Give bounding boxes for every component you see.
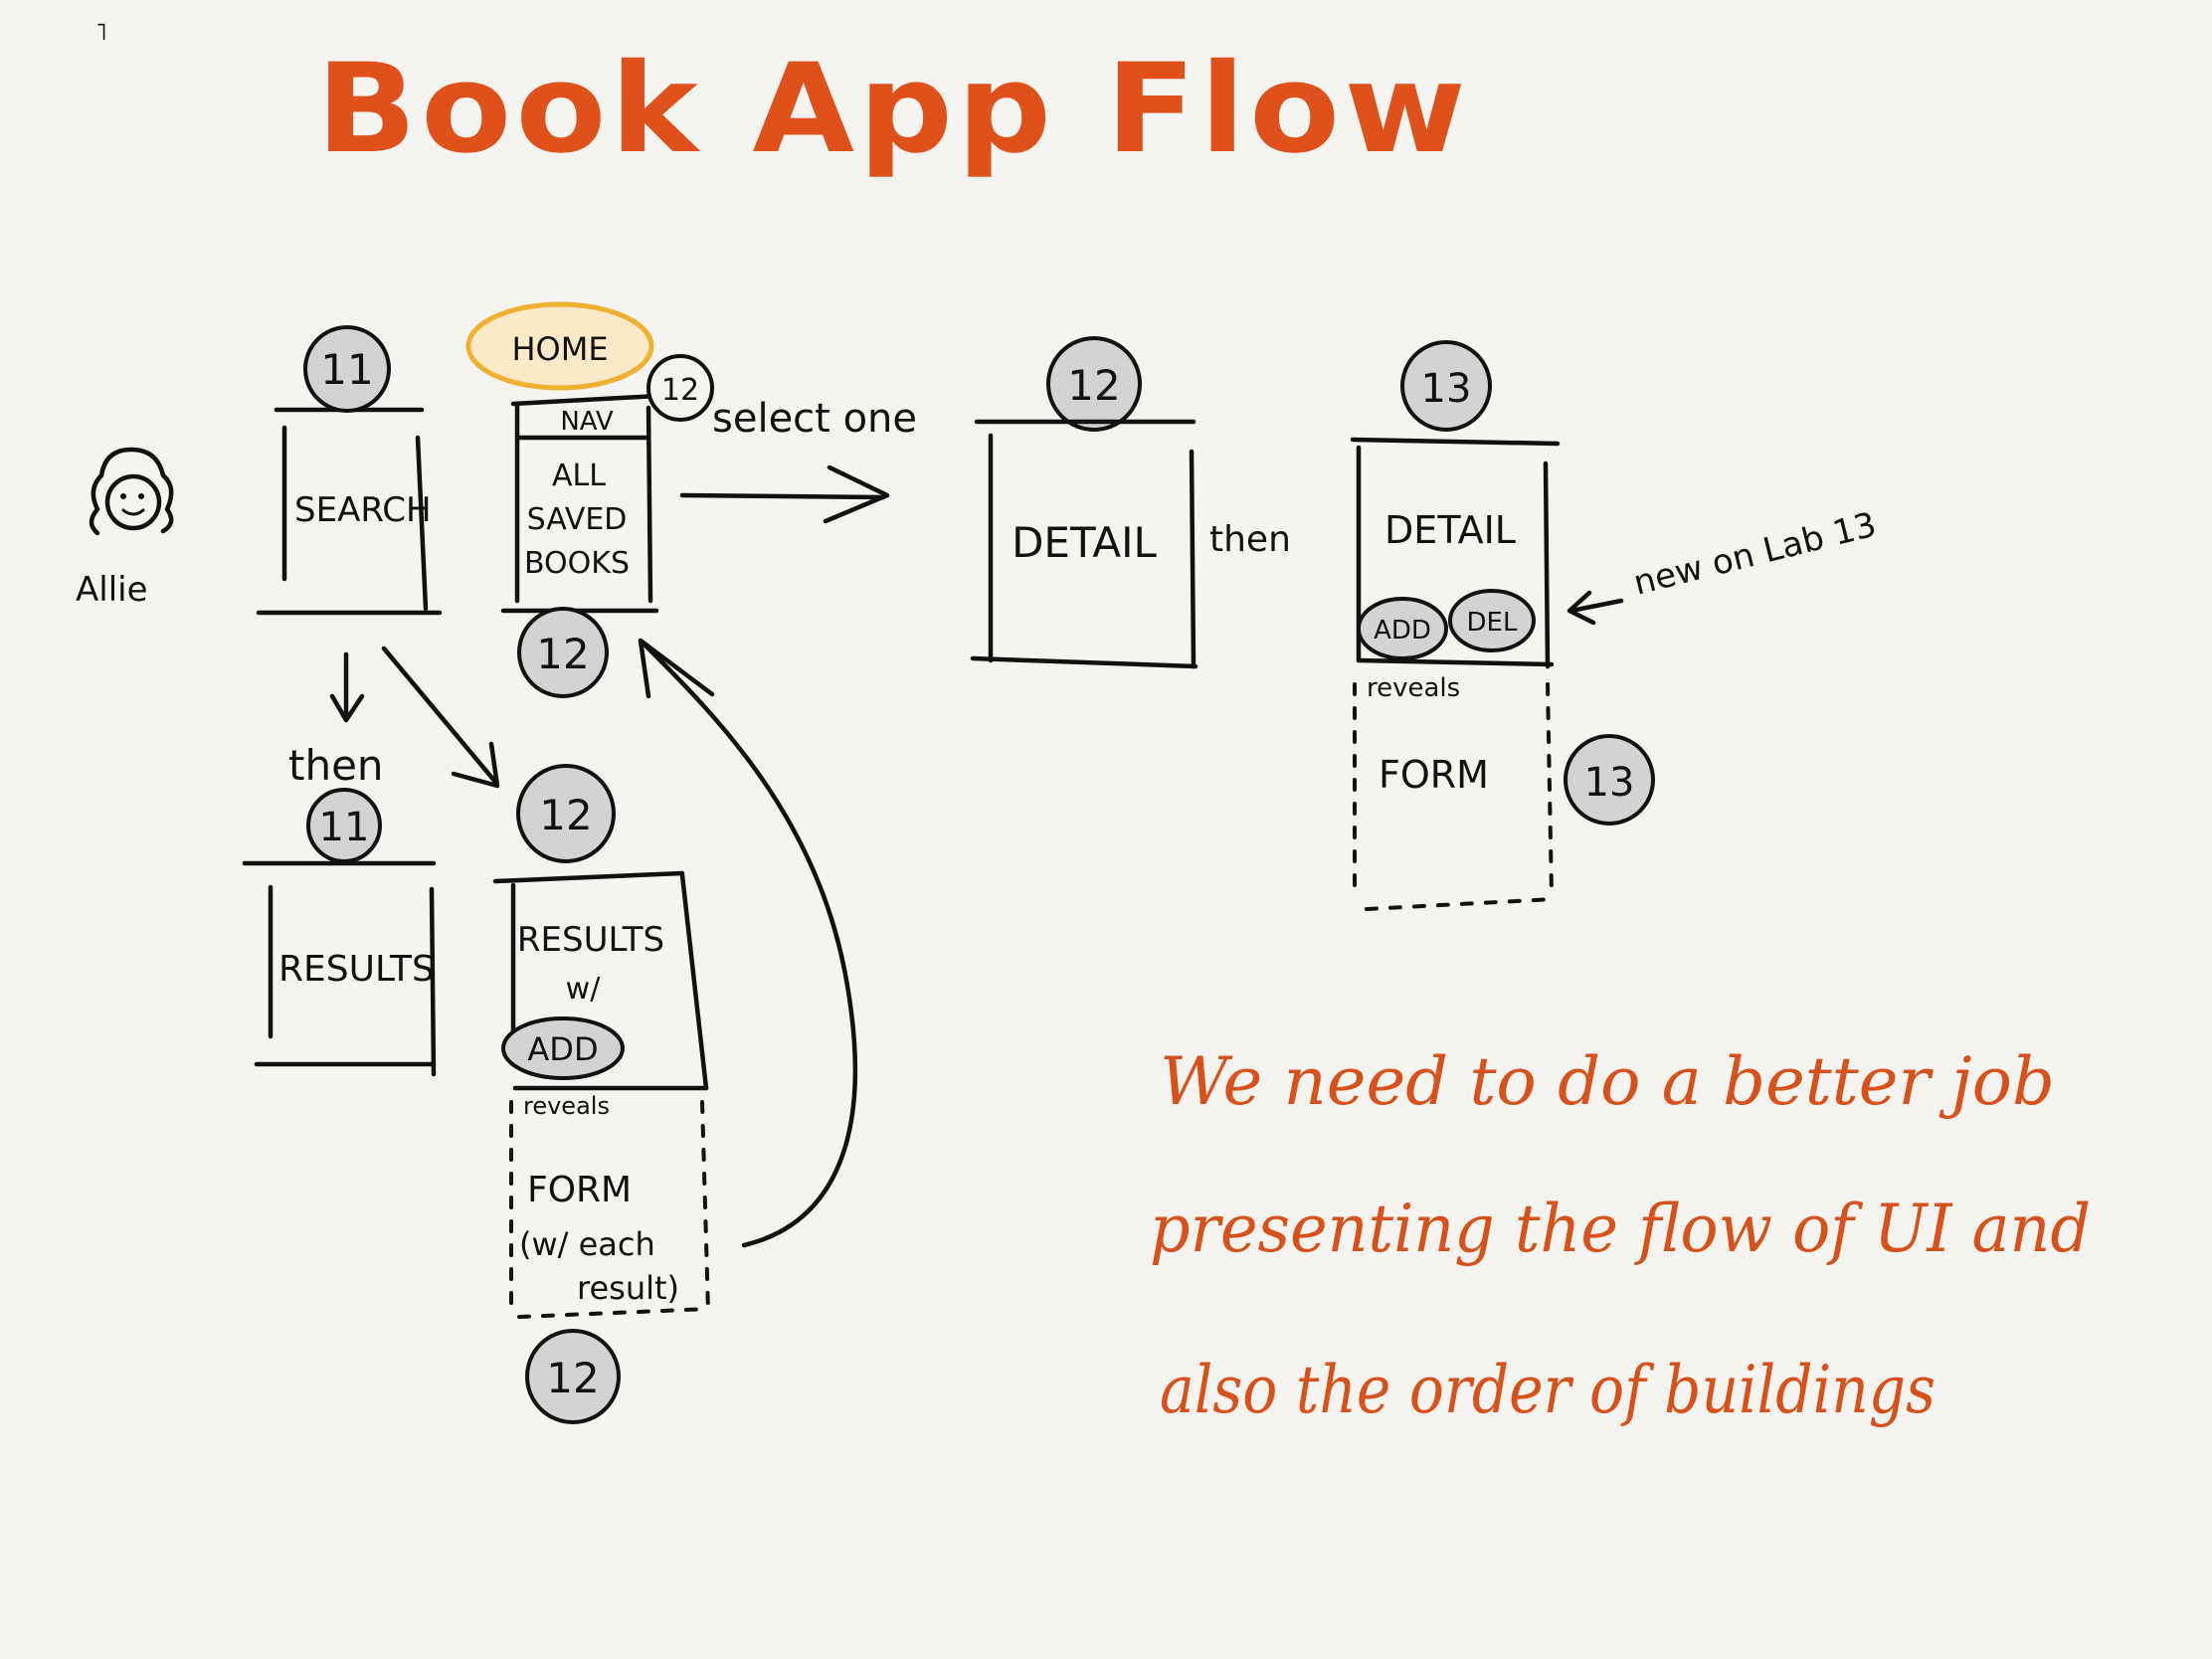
screen-results-add-line2: w/ — [566, 972, 602, 1007]
screen-search: SEARCH — [256, 407, 443, 616]
screen-home-line3: BOOKS — [524, 546, 630, 581]
svg-text:13: 13 — [1584, 760, 1635, 806]
note-line-1: We need to do a better job — [1160, 1043, 2055, 1120]
svg-text:12: 12 — [546, 1354, 599, 1402]
badge-results-simple: 11 — [306, 788, 382, 863]
badge-form-13: 13 — [1564, 734, 1655, 826]
person-name: Allie — [76, 570, 148, 610]
connector-then-search: then — [288, 741, 384, 790]
home-label: HOME — [511, 330, 608, 368]
svg-text:11: 11 — [320, 345, 373, 394]
screen-home-line2: SAVED — [527, 502, 628, 537]
diagram-title: Book App Flow — [316, 38, 1470, 181]
home-highlight: HOME — [465, 301, 654, 391]
arrow-form-back-to-home — [638, 638, 858, 1248]
badge-home-bottom: 12 — [517, 607, 609, 698]
badge-detail-13: 13 — [1400, 340, 1492, 432]
screen-results-add: RESULTS w/ — [492, 870, 709, 1091]
arrow-search-to-results-add — [381, 645, 500, 789]
screen-detail-label: DETAIL — [1012, 518, 1157, 567]
badge-form-results: 12 — [525, 1329, 621, 1424]
svg-text:12: 12 — [1067, 361, 1120, 410]
svg-text:13: 13 — [1421, 366, 1472, 412]
connector-select-one: select one — [712, 396, 917, 442]
del-button-detail[interactable]: DEL — [1448, 589, 1536, 652]
screen-detail: DETAIL — [970, 419, 1198, 669]
svg-text:11: 11 — [319, 805, 370, 850]
screen-detail-13-label: DETAIL — [1384, 508, 1516, 552]
note-line-2: presenting the flow of UI and — [1150, 1191, 2091, 1267]
screen-results-simple: RESULTS — [242, 860, 437, 1077]
badge-results-add: 12 — [516, 764, 616, 863]
screen-home-nav: NAV — [560, 407, 614, 437]
add-button-detail-label: ADD — [1374, 616, 1431, 645]
form-13-box: reveals FORM — [1353, 673, 1556, 911]
corner-mark: ˥ — [95, 18, 107, 46]
badge-detail: 12 — [1046, 336, 1142, 432]
arrow-new-on-lab — [1567, 590, 1624, 626]
svg-text:12: 12 — [661, 373, 699, 408]
badge-home-top: 12 — [646, 354, 714, 422]
add-button-results-label: ADD — [527, 1030, 598, 1068]
form-results-reveals: reveals — [523, 1092, 610, 1120]
badge-search: 11 — [303, 325, 391, 413]
form-13-reveals: reveals — [1367, 673, 1460, 703]
screen-detail-13: DETAIL — [1350, 437, 1561, 669]
arrow-search-to-results — [329, 651, 365, 723]
handwritten-note: We need to do a better job presenting th… — [1150, 1043, 2091, 1428]
form-results-line3: result) — [577, 1269, 679, 1307]
screen-results-add-line1: RESULTS — [517, 920, 664, 960]
screen-search-label: SEARCH — [294, 490, 432, 530]
form-13-label: FORM — [1379, 753, 1489, 797]
screen-home: NAV ALL SAVED BOOKS — [500, 393, 661, 614]
form-results-line2: (w/ each — [519, 1225, 655, 1263]
form-results-line1: FORM — [527, 1170, 632, 1210]
form-results-box: reveals FORM (w/ each result) — [509, 1092, 710, 1319]
annotation-new-on-lab: new on Lab 13 — [1630, 505, 1881, 604]
add-button-detail[interactable]: ADD — [1357, 597, 1448, 660]
person-icon — [89, 447, 174, 536]
del-button-detail-label: DEL — [1467, 608, 1518, 638]
add-button-results[interactable]: ADD — [501, 1016, 625, 1080]
screen-home-line1: ALL — [552, 459, 606, 493]
arrow-home-to-detail — [679, 464, 890, 524]
svg-text:12: 12 — [536, 630, 589, 678]
note-line-3: also the order of buildings — [1160, 1352, 1936, 1428]
screen-results-simple-label: RESULTS — [278, 949, 435, 990]
connector-then-detail: then — [1209, 519, 1291, 560]
svg-text:12: 12 — [539, 791, 592, 839]
